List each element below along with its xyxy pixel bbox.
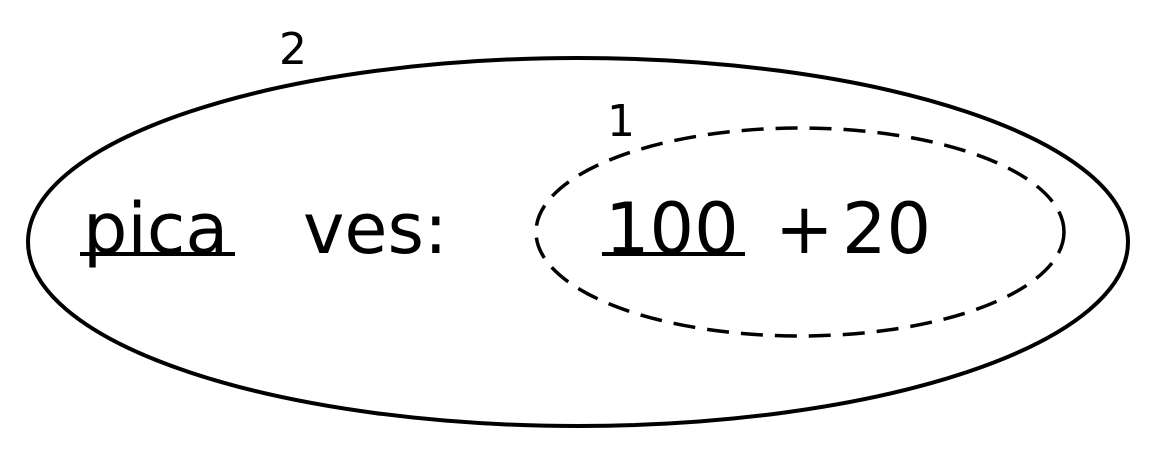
- operand-100: 100: [605, 188, 739, 270]
- separator-ves: ves:: [303, 188, 448, 270]
- operand-20: 20: [842, 188, 931, 270]
- plus-operator: +: [775, 188, 834, 270]
- inner-group-number: 1: [607, 96, 635, 147]
- outer-group-number: 2: [279, 24, 307, 75]
- inner-dashed-ellipse: [534, 126, 1066, 338]
- word-pica: pica: [83, 188, 228, 270]
- outer-ellipse: [26, 56, 1130, 428]
